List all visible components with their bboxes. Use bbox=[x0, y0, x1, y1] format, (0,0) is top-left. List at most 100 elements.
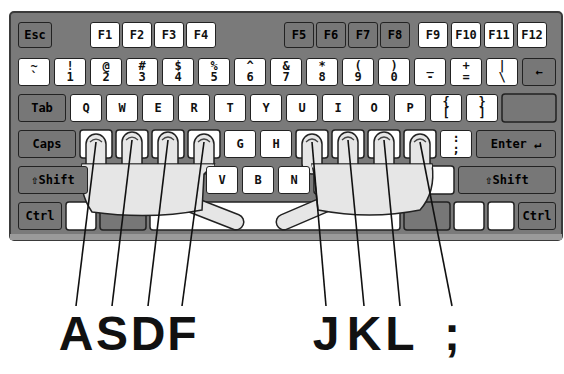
key-cap: I bbox=[322, 94, 354, 122]
key-legend: - bbox=[426, 72, 433, 83]
key-cap: F12 bbox=[517, 22, 547, 48]
key-legend: ← bbox=[535, 67, 542, 78]
key-legend: \ bbox=[498, 72, 505, 83]
leader-line bbox=[182, 142, 204, 306]
key-legend: ! bbox=[66, 61, 73, 72]
key-legend: [ bbox=[442, 108, 449, 119]
key-legend: 7 bbox=[282, 72, 289, 83]
key-cap: O bbox=[358, 94, 390, 122]
key-cap: Tab bbox=[18, 94, 66, 122]
key-legend: Esc bbox=[24, 30, 46, 41]
finger-nails bbox=[306, 137, 426, 142]
key-legend: ^ bbox=[246, 61, 253, 72]
key-cap: Caps bbox=[18, 130, 76, 158]
key-legend: Caps bbox=[33, 139, 62, 150]
key-cap: F6 bbox=[316, 22, 346, 48]
key-cap: _- bbox=[414, 58, 446, 86]
key-cap: F3 bbox=[154, 22, 184, 48]
key-cap: Ctrl bbox=[18, 202, 62, 230]
key-cap: Enter ↵ bbox=[476, 130, 556, 158]
key-legend: + bbox=[462, 61, 469, 72]
key-legend: H bbox=[272, 139, 279, 150]
key-cap: V bbox=[206, 166, 238, 194]
key-cap: W bbox=[106, 94, 138, 122]
key-legend: Tab bbox=[31, 103, 53, 114]
key-legend: V bbox=[218, 175, 225, 186]
key-cap: F1 bbox=[90, 22, 120, 48]
key-legend: F11 bbox=[488, 30, 510, 41]
key-legend: Y bbox=[262, 103, 269, 114]
key-cap: R bbox=[178, 94, 210, 122]
key-legend: ` bbox=[30, 72, 37, 83]
key-cap: T bbox=[214, 94, 246, 122]
key-legend: I bbox=[334, 103, 341, 114]
key-cap: }] bbox=[466, 94, 498, 122]
key-cap: F10 bbox=[451, 22, 481, 48]
key-legend: E bbox=[154, 103, 161, 114]
key-legend: U bbox=[298, 103, 305, 114]
key-cap: G bbox=[224, 130, 256, 158]
key-legend: Enter ↵ bbox=[491, 139, 542, 150]
key-cap: Q bbox=[70, 94, 102, 122]
key-legend: Ctrl bbox=[26, 211, 55, 222]
finger-letter: ; bbox=[422, 310, 482, 358]
key-legend: ⇧Shift bbox=[485, 175, 528, 186]
key-legend: : bbox=[452, 133, 459, 144]
key-legend: 3 bbox=[138, 72, 145, 83]
key-cap: F9 bbox=[418, 22, 448, 48]
key-cap: N bbox=[278, 166, 310, 194]
key-legend: | bbox=[498, 61, 505, 72]
key-legend: R bbox=[190, 103, 197, 114]
blank-key bbox=[502, 94, 556, 122]
key-cap: |\ bbox=[486, 58, 518, 86]
leader-line bbox=[384, 140, 400, 306]
finger-letter: F bbox=[152, 310, 212, 358]
key-cap: F2 bbox=[122, 22, 152, 48]
key-cap: ^6 bbox=[234, 58, 266, 86]
key-legend: ⇧Shift bbox=[31, 175, 74, 186]
key-legend: ] bbox=[478, 108, 485, 119]
palm bbox=[81, 164, 214, 216]
key-cap: F5 bbox=[284, 22, 314, 48]
key-legend: } bbox=[478, 97, 485, 108]
key-cap: %5 bbox=[198, 58, 230, 86]
key-legend: F5 bbox=[292, 30, 306, 41]
key-cap: B bbox=[242, 166, 274, 194]
key-legend: F3 bbox=[162, 30, 176, 41]
key-legend: B bbox=[254, 175, 261, 186]
key-legend: & bbox=[282, 61, 289, 72]
leader-line bbox=[420, 142, 452, 306]
key-cap: &7 bbox=[270, 58, 302, 86]
key-cap: !1 bbox=[54, 58, 86, 86]
key-cap: Y bbox=[250, 94, 282, 122]
key-legend: 6 bbox=[246, 72, 253, 83]
leader-line bbox=[148, 140, 168, 306]
key-legend: 8 bbox=[318, 72, 325, 83]
key-legend: P bbox=[406, 103, 413, 114]
key-legend: 0 bbox=[390, 72, 397, 83]
key-cap: Ctrl bbox=[518, 202, 556, 230]
key-legend: % bbox=[210, 61, 217, 72]
key-legend: F7 bbox=[356, 30, 370, 41]
leader-line bbox=[112, 140, 132, 306]
key-legend: N bbox=[290, 175, 297, 186]
key-cap: Esc bbox=[18, 22, 52, 48]
key-cap: ⇧Shift bbox=[458, 166, 556, 194]
key-cap: P bbox=[394, 94, 426, 122]
key-legend: G bbox=[236, 139, 243, 150]
key-cap: *8 bbox=[306, 58, 338, 86]
key-legend: F9 bbox=[426, 30, 440, 41]
palm-join bbox=[312, 165, 432, 168]
key-cap: ~` bbox=[18, 58, 50, 86]
key-legend: F1 bbox=[98, 30, 112, 41]
blank-key bbox=[454, 202, 484, 230]
palm bbox=[312, 164, 433, 215]
key-legend: T bbox=[226, 103, 233, 114]
key-legend: 1 bbox=[66, 72, 73, 83]
key-cap: F8 bbox=[380, 22, 410, 48]
key-cap: :; bbox=[440, 130, 472, 158]
key-cap: )0 bbox=[378, 58, 410, 86]
key-legend: F6 bbox=[324, 30, 338, 41]
leader-line bbox=[312, 142, 326, 306]
key-legend: F12 bbox=[521, 30, 543, 41]
